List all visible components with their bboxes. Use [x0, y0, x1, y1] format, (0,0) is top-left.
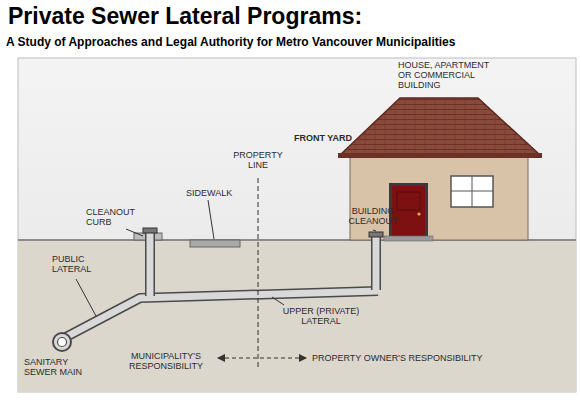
- sidewalk-label: SIDEWALK: [186, 188, 242, 198]
- sewer-main-bore: [58, 338, 67, 347]
- page-title: Private Sewer Lateral Programs:: [8, 4, 362, 30]
- owner-responsibility-label: PROPERTY OWNER'S RESPONSIBILITY: [312, 353, 532, 363]
- house-roof: [340, 98, 540, 155]
- leader-line: [126, 229, 143, 236]
- curb-cleanout-cap: [143, 228, 157, 233]
- subtitle: A Study of Approaches and Legal Authorit…: [6, 36, 576, 49]
- property-line: [258, 178, 259, 368]
- sky-background: [18, 58, 576, 392]
- sidewalk-slab: [190, 240, 240, 247]
- leader-line: [76, 279, 96, 316]
- curb-cleanout-outline: [145, 232, 155, 296]
- house-wall: [350, 153, 528, 240]
- building-label: HOUSE, APARTMENT OR COMMERCIAL BUILDING: [398, 60, 498, 90]
- building-cleanout-cap: [369, 232, 383, 237]
- lateral-pipe-outline: [66, 291, 378, 337]
- municipal-responsibility-label: MUNICIPALITY'S RESPONSIBILITY: [122, 351, 210, 371]
- building-cleanout-label: BUILDING CLEANOUT: [342, 206, 404, 226]
- private-lateral-label: UPPER (PRIVATE) LATERAL: [278, 306, 364, 326]
- responsibility-arrow: [218, 358, 306, 359]
- curb-cleanout-pipe: [147, 232, 154, 297]
- ground: [18, 240, 576, 392]
- door-step: [384, 236, 433, 241]
- property-line-label: PROPERTY LINE: [228, 150, 288, 170]
- yard-label: FRONT YARD: [294, 133, 358, 143]
- sewer-main: [53, 333, 71, 351]
- leader-line: [272, 297, 284, 305]
- sewer-main-label: SANITARY SEWER MAIN: [24, 357, 88, 377]
- roof-eave: [338, 153, 542, 158]
- door: [392, 186, 425, 238]
- leader-line: [373, 230, 376, 231]
- door-frame: [389, 183, 428, 238]
- leader-line: [208, 200, 214, 239]
- public-lateral-label: PUBLIC LATERAL: [52, 254, 102, 274]
- window: [451, 176, 493, 207]
- building-cleanout-pipe: [373, 236, 380, 292]
- door-panel: [397, 192, 420, 210]
- lateral-pipe: [66, 291, 378, 337]
- door-knob: [417, 212, 420, 215]
- window-mullion: [451, 191, 493, 192]
- cleanout-curb-label: CLEANOUT CURB: [86, 207, 142, 227]
